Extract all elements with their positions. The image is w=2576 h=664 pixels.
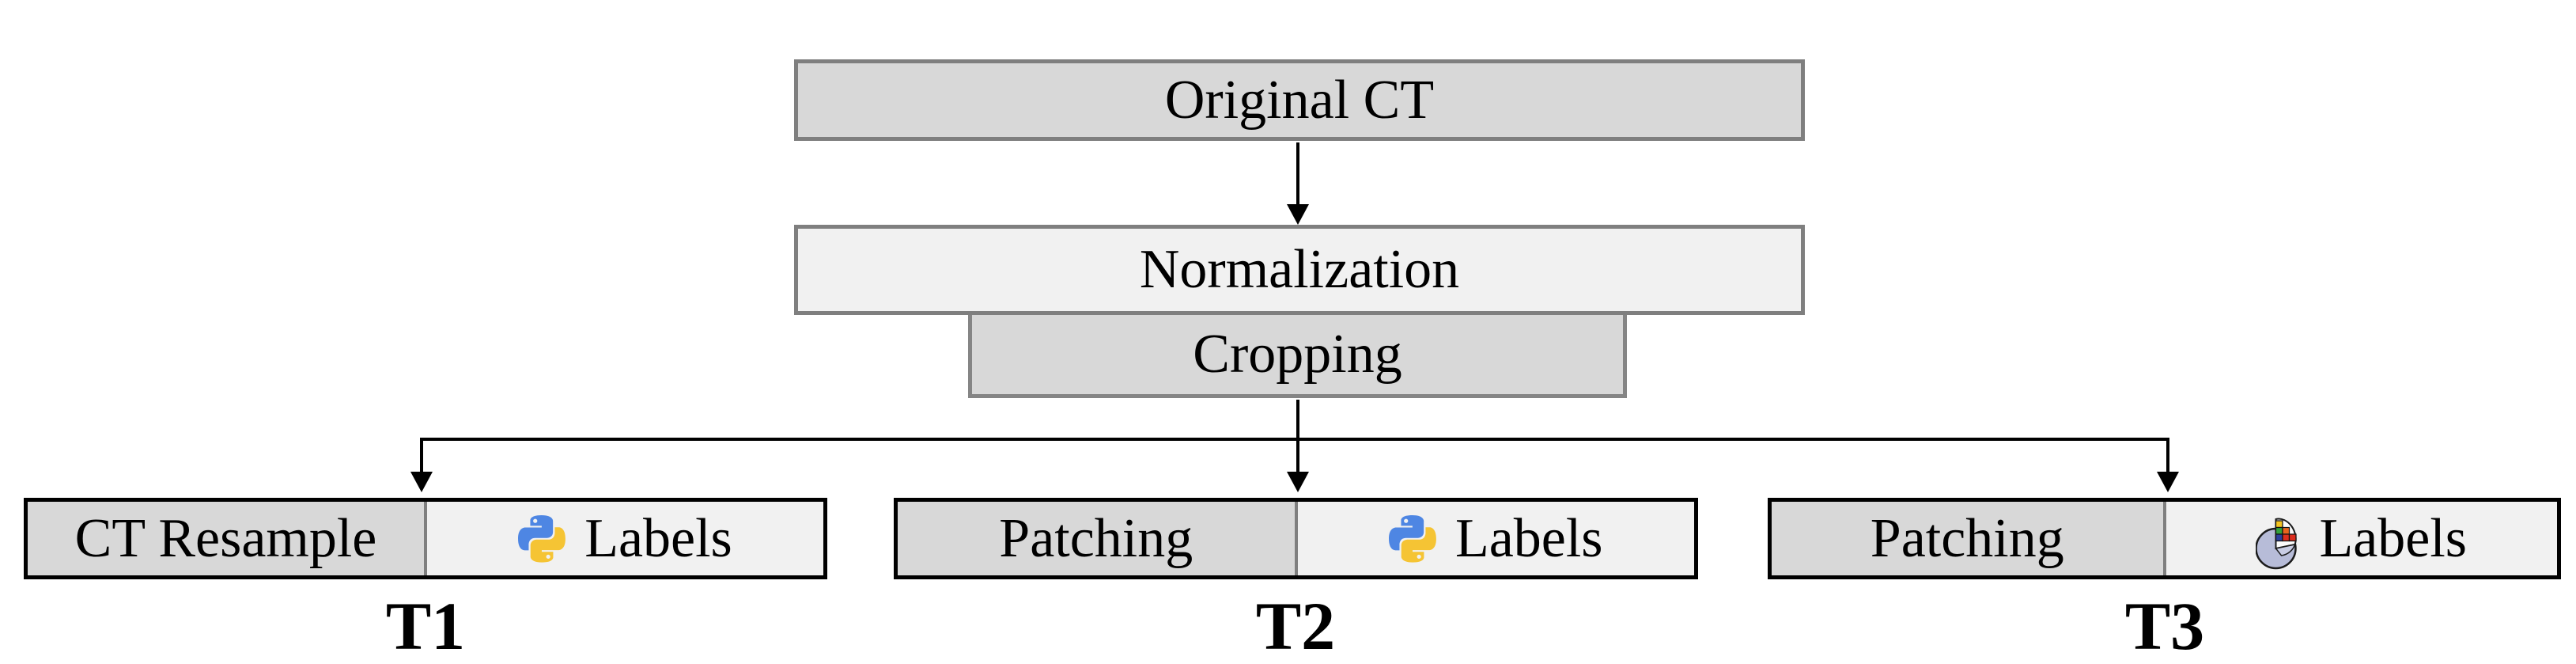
t2-process-cell: Patching xyxy=(898,502,1298,575)
branch-tag-t2: T2 xyxy=(1255,588,1336,664)
itk-snap-icon xyxy=(2256,507,2300,571)
python-icon xyxy=(1388,514,1436,563)
branch-t2: Patching Labels xyxy=(894,498,1698,579)
arrow-original-to-normalization-head xyxy=(1287,204,1309,225)
branch-t3: Patching Labels xyxy=(1768,498,2561,579)
t3-process-cell: Patching xyxy=(1772,502,2166,575)
branch-rail-line xyxy=(420,438,2169,473)
node-cropping-label: Cropping xyxy=(1193,324,1402,385)
arrowhead-t1 xyxy=(410,472,433,492)
branch-tag-t3: T3 xyxy=(2124,588,2205,664)
node-normalization-label: Normalization xyxy=(1139,239,1460,300)
t3-process-label: Patching xyxy=(1870,507,2064,569)
t1-process-label: CT Resample xyxy=(74,507,377,569)
node-original-ct: Original CT xyxy=(794,59,1805,141)
t2-labels-cell: Labels xyxy=(1297,502,1694,575)
t1-labels-label: Labels xyxy=(584,507,732,569)
t3-labels-cell: Labels xyxy=(2166,502,2557,575)
t1-process-cell: CT Resample xyxy=(28,502,427,575)
node-cropping: Cropping xyxy=(968,311,1627,398)
arrowhead-t3 xyxy=(2157,472,2179,492)
python-icon xyxy=(518,514,566,563)
node-normalization: Normalization xyxy=(794,225,1805,315)
branch-tag-t1: T1 xyxy=(385,588,466,664)
t3-labels-label: Labels xyxy=(2319,507,2468,569)
arrowhead-t2 xyxy=(1287,472,1309,492)
t2-process-label: Patching xyxy=(999,507,1193,569)
t1-labels-cell: Labels xyxy=(427,502,823,575)
node-original-ct-label: Original CT xyxy=(1164,69,1435,131)
branch-t1: CT Resample Labels xyxy=(24,498,827,579)
t2-labels-label: Labels xyxy=(1454,507,1603,569)
